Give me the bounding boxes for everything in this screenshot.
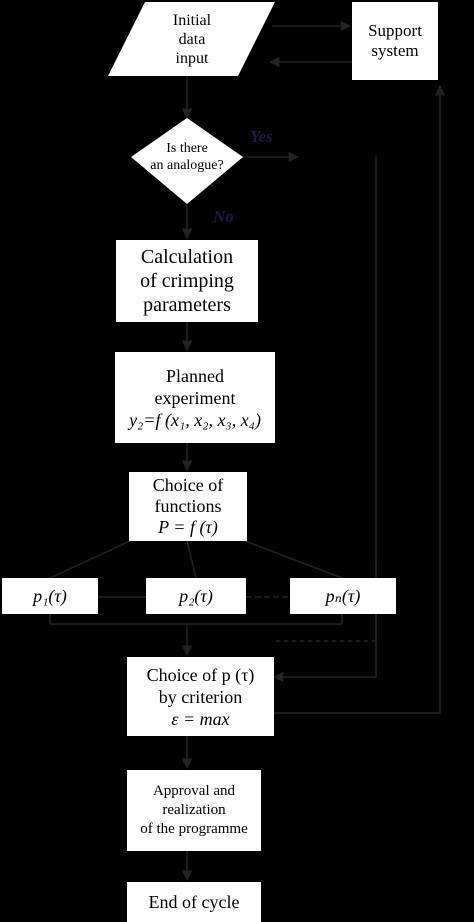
choicep-line-2: by criterion [158, 686, 243, 707]
approval-line-2: realization [162, 802, 226, 818]
input-line-1: Initial [172, 11, 212, 29]
functions-line-1: Choice of [152, 475, 224, 495]
pn-text: pₙ(τ) [325, 585, 361, 606]
input-line-3: input [175, 49, 209, 67]
functions-line-2: functions [154, 496, 222, 516]
yes-label: Yes [250, 127, 273, 146]
functions-formula: P = f (τ) [158, 517, 218, 537]
support-line-2: system [371, 41, 419, 60]
edge-choice-p1 [49, 540, 131, 579]
edge-choicep-support [274, 84, 446, 714]
edge-choice-p2 [186, 540, 197, 579]
support-system-box: Support system [352, 2, 438, 80]
choicep-line-3: ε = max [171, 708, 230, 729]
p1-text: p₁(τ) [33, 585, 67, 606]
end-of-cycle-box: End of cycle [127, 882, 261, 922]
input-parallelogram [108, 2, 275, 76]
choice-of-functions-box: Choice of functions P = f (τ) [129, 472, 247, 541]
p1-box: p₁(τ) [2, 578, 98, 614]
calc-line-1: Calculation [140, 246, 234, 268]
approval-line-3: of the programme [140, 821, 248, 837]
edge-choice-pn [244, 540, 343, 579]
initial-data-input: Initial data input [140, 4, 244, 74]
decision-line-2: an analogue? [150, 158, 224, 173]
approval-box: Approval and realization of the programm… [127, 770, 261, 851]
calculation-box: Calculation of crimping parameters [116, 240, 258, 322]
decision-text: Is there an analogue? [131, 140, 243, 174]
pn-box: pₙ(τ) [290, 578, 396, 614]
decision-diamond [131, 118, 243, 204]
calc-line-3: parameters [143, 294, 231, 316]
no-label: No [213, 207, 234, 226]
decision-line-1: Is there [166, 141, 208, 156]
planned-line-1: Planned [166, 365, 224, 386]
edge-yes-loop [272, 157, 377, 683]
choice-of-p-box: Choice of p (τ) by criterion ε = max [127, 657, 274, 736]
approval-line-1: Approval and [152, 783, 236, 799]
planned-formula: y₂=f (x₁, x₂, x₃, x₄) [129, 409, 261, 430]
calc-line-2: of crimping [140, 270, 234, 292]
choicep-line-1: Choice of p (τ) [146, 664, 255, 685]
p2-box: p₂(τ) [146, 578, 246, 614]
planned-line-2: experiment [154, 387, 236, 408]
support-line-1: Support [368, 21, 422, 40]
p2-text: p₂(τ) [179, 585, 213, 606]
planned-experiment-box: Planned experiment y₂=f (x₁, x₂, x₃, x₄) [115, 352, 275, 443]
input-line-2: data [178, 30, 206, 48]
end-text: End of cycle [148, 891, 240, 912]
